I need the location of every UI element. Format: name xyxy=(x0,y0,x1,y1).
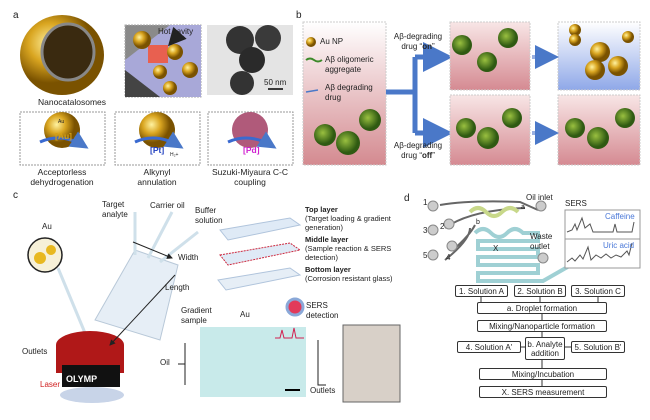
legend-drug-1: Aβ degrading xyxy=(325,83,373,92)
target-analyte-1: Target xyxy=(102,200,125,209)
reaction-boxes xyxy=(19,111,294,166)
waste-outlet-1: Waste xyxy=(530,232,553,241)
legend-drug-2: drug xyxy=(325,93,342,102)
flow-solution-b-prime: 5. Solution B' xyxy=(571,341,625,353)
bottom-layer-desc-1: (Corrosion resistant glass) xyxy=(305,274,393,283)
sers-detection-2: detection xyxy=(306,311,339,320)
metal-pt: [Pt] xyxy=(150,145,165,155)
oil-inlet-label: Oil inlet xyxy=(526,193,553,202)
reaction-1-label-1: Acceptorless xyxy=(37,167,87,177)
gradient-sample-1: Gradient xyxy=(181,306,212,315)
drug-off-line-1: Aβ-degrading xyxy=(393,141,443,150)
reaction-2-label-1: Alkynyl xyxy=(143,167,171,177)
width-label: Width xyxy=(178,253,199,262)
hot-cavity-label: Hot cavity xyxy=(158,27,194,36)
flow-solution-a-prime: 4. Solution A' xyxy=(457,341,521,353)
flow-sers-measurement: X. SERS measurement xyxy=(479,386,607,398)
objective-label: OLYMP xyxy=(66,374,98,384)
drug-schematic xyxy=(302,21,641,166)
port-5: 5 xyxy=(423,251,428,260)
sers-detection-1: SERS xyxy=(306,301,328,310)
top-layer-desc-2: generation) xyxy=(305,223,343,232)
middle-layer-title: Middle layer xyxy=(305,235,349,244)
flow-mixing-nanoparticle: Mixing/Nanoparticle formation xyxy=(477,320,607,332)
waste-outlet-2: outlet xyxy=(530,242,550,251)
buffer-2: solution xyxy=(195,216,223,225)
au-tag: Au xyxy=(58,119,65,125)
length-label: Length xyxy=(165,283,190,292)
flow-solution-c: 3. Solution C xyxy=(571,285,625,297)
junction-a: a xyxy=(521,204,525,211)
legend-oligomer-1: Aβ oligomeric xyxy=(325,55,374,64)
drug-on-line-2: drug “on” xyxy=(401,42,435,51)
flow-mixing-incubation: Mixing/Incubation xyxy=(479,368,607,380)
panel-label-a: a xyxy=(13,10,19,21)
port-1: 1 xyxy=(423,198,428,207)
top-layer-desc-1: (Target loading & gradient xyxy=(305,214,391,223)
reaction-3-label-1: Suzuki-Miyaura C-C xyxy=(211,167,289,177)
drug-off-line-2: drug “off” xyxy=(401,151,435,160)
nanocatalosome-illustration xyxy=(20,15,104,95)
au-label-2: Au xyxy=(240,310,250,319)
bottom-layer-title: Bottom layer xyxy=(305,265,351,274)
flowchart-connectors xyxy=(480,296,599,386)
legend-oligomer-2: aggregate xyxy=(325,65,362,74)
laser-label: Laser xyxy=(40,380,61,389)
flow-solution-a: 1. Solution A xyxy=(455,285,508,297)
flow-droplet-formation: a. Droplet formation xyxy=(477,302,607,314)
port-2: 2 xyxy=(440,222,445,231)
top-layer-title: Top layer xyxy=(305,205,338,214)
carrier-oil-label: Carrier oil xyxy=(150,201,185,210)
uric-acid-label: Uric acid xyxy=(603,241,635,250)
gradient-sample-2: sample xyxy=(181,316,207,325)
sers-title: SERS xyxy=(565,199,587,208)
junction-b: b xyxy=(476,219,480,226)
nanocatalosomes-label: Nanocatalosomes xyxy=(37,97,107,107)
flow-solution-b: 2. Solution B xyxy=(514,285,566,297)
chip-diagram xyxy=(427,200,579,283)
panel-label-d: d xyxy=(404,193,410,204)
reaction-3-label-2: coupling xyxy=(234,177,266,187)
legend-au-np: Au NP xyxy=(320,37,344,46)
au-label: Au xyxy=(42,222,52,231)
scale-bar-label: 50 nm xyxy=(264,78,287,87)
hot-cavity-image xyxy=(124,24,202,98)
outlets-label-2: Outlets xyxy=(310,386,336,395)
reaction-2-label-2: annulation xyxy=(137,177,177,187)
buffer-1: Buffer xyxy=(195,206,217,215)
microfluidic-device-illustration xyxy=(27,211,401,403)
analyte-line-1: b. Analyte xyxy=(527,339,563,349)
metal-au: [Au] xyxy=(55,131,72,141)
sers-spectra xyxy=(564,209,641,269)
target-analyte-2: analyte xyxy=(102,210,128,219)
reaction-1-label-2: dehydrogenation xyxy=(30,177,94,187)
outlets-label: Outlets xyxy=(22,347,48,356)
oil-label: Oil xyxy=(160,358,170,367)
h2-label: H₂+ xyxy=(170,152,179,158)
tem-image xyxy=(207,25,293,95)
port-3: 3 xyxy=(423,226,428,235)
drug-on-line-1: Aβ-degrading xyxy=(393,32,443,41)
middle-layer-desc-2: detection) xyxy=(305,253,338,262)
port-4: 4 xyxy=(446,253,451,262)
analyte-line-2: addition xyxy=(530,348,560,358)
panel-label-c: c xyxy=(13,190,18,201)
metal-pd: [Pd] xyxy=(243,145,260,155)
middle-layer-desc-1: (Sample reaction & SERS xyxy=(305,244,392,253)
panel-label-b: b xyxy=(296,10,302,21)
caffeine-label: Caffeine xyxy=(605,212,635,221)
measurement-x: X xyxy=(493,244,499,253)
